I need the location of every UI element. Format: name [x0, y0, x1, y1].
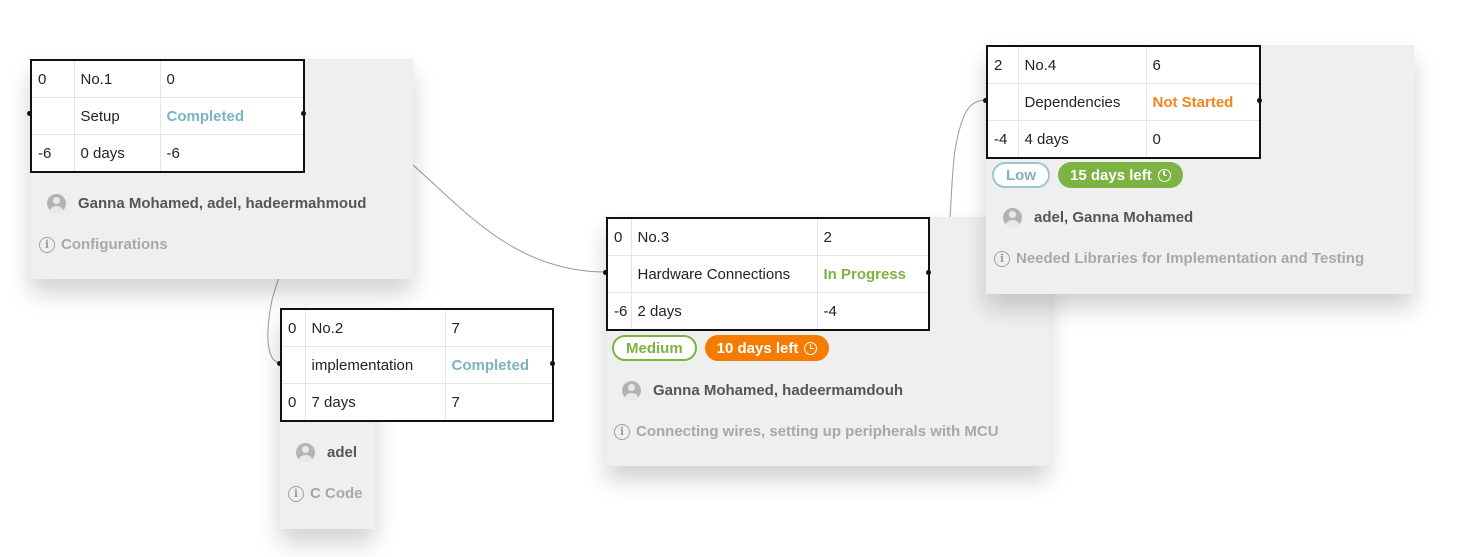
task-description: Configurations [61, 236, 168, 253]
task-duration: 4 days [1017, 120, 1147, 158]
blank-cell [987, 83, 1019, 121]
blank-cell [281, 346, 306, 384]
task-name: implementation [304, 346, 446, 384]
early-start: 0 [31, 60, 75, 98]
task-node-2[interactable]: adel i C Code 0 No.2 7 implementation Co… [277, 308, 555, 529]
task-status: Completed [159, 97, 304, 135]
task-name: Setup [73, 97, 161, 135]
early-finish: 0 [159, 60, 304, 98]
assignees-row: Ganna Mohamed, hadeermamdouh [622, 381, 903, 400]
assignees-row: Ganna Mohamed, adel, hadeermahmoud [47, 194, 366, 213]
late-finish: 0 [1145, 120, 1260, 158]
days-left-label: 10 days left [716, 339, 799, 357]
task-number: No.3 [630, 218, 818, 256]
description-row: i Needed Libraries for Implementation an… [994, 250, 1364, 267]
early-start: 2 [987, 46, 1019, 84]
task-badges: Low 15 days left [992, 162, 1183, 188]
info-icon: i [614, 423, 630, 440]
days-left-badge: 10 days left [704, 335, 830, 361]
task-status: In Progress [816, 255, 929, 293]
late-finish: -4 [816, 292, 929, 330]
info-icon: i [994, 250, 1010, 267]
late-start: 0 [281, 383, 306, 421]
input-port[interactable] [983, 98, 988, 103]
task-description: Needed Libraries for Implementation and … [1016, 250, 1365, 267]
early-start: 0 [281, 309, 306, 347]
assignees: Ganna Mohamed, hadeermamdouh [653, 382, 904, 399]
user-icon [47, 194, 66, 213]
info-icon: i [39, 236, 55, 253]
task-node-3[interactable]: Medium 10 days left Ganna Mohamed, hadee… [603, 217, 1049, 466]
assignees-row: adel [296, 443, 357, 462]
output-port[interactable] [926, 270, 931, 275]
output-port[interactable] [301, 111, 306, 116]
output-port[interactable] [1257, 98, 1262, 103]
task-duration: 7 days [304, 383, 446, 421]
clock-icon [804, 341, 818, 355]
assignees: adel, Ganna Mohamed [1034, 209, 1194, 226]
late-start: -6 [31, 134, 75, 172]
input-port[interactable] [603, 270, 608, 275]
info-icon: i [288, 485, 304, 502]
late-start: -6 [607, 292, 632, 330]
assignees: adel [327, 444, 358, 461]
days-left-label: 15 days left [1070, 166, 1152, 184]
priority-badge: Medium [612, 335, 697, 361]
input-port[interactable] [277, 361, 282, 366]
assignees: Ganna Mohamed, adel, hadeermahmoud [78, 195, 367, 212]
task-duration: 0 days [73, 134, 161, 172]
blank-cell [31, 97, 75, 135]
description-row: i C Code [288, 485, 363, 502]
user-icon [1003, 208, 1022, 227]
late-finish: 7 [444, 383, 553, 421]
task-table[interactable]: 0 No.3 2 Hardware Connections In Progres… [606, 217, 930, 331]
task-table[interactable]: 0 No.1 0 Setup Completed -6 0 days -6 [30, 59, 305, 173]
task-table[interactable]: 0 No.2 7 implementation Completed 0 7 da… [280, 308, 554, 422]
early-finish: 7 [444, 309, 553, 347]
description-row: i Configurations [39, 236, 168, 253]
task-description: C Code [310, 485, 363, 502]
days-left-badge: 15 days left [1058, 162, 1183, 188]
user-icon [622, 381, 641, 400]
task-duration: 2 days [630, 292, 818, 330]
late-finish: -6 [159, 134, 304, 172]
priority-badge: Low [992, 162, 1050, 188]
early-finish: 2 [816, 218, 929, 256]
task-node-1[interactable]: Ganna Mohamed, adel, hadeermahmoud i Con… [27, 59, 413, 279]
task-description: Connecting wires, setting up peripherals… [636, 423, 999, 440]
early-start: 0 [607, 218, 632, 256]
task-name: Hardware Connections [630, 255, 818, 293]
task-number: No.2 [304, 309, 446, 347]
task-name: Dependencies [1017, 83, 1147, 121]
assignees-row: adel, Ganna Mohamed [1003, 208, 1193, 227]
task-number: No.4 [1017, 46, 1147, 84]
blank-cell [607, 255, 632, 293]
input-port[interactable] [27, 111, 32, 116]
output-port[interactable] [550, 361, 555, 366]
description-row: i Connecting wires, setting up periphera… [614, 423, 999, 440]
task-badges: Medium 10 days left [612, 335, 830, 361]
task-table[interactable]: 2 No.4 6 Dependencies Not Started -4 4 d… [986, 45, 1261, 159]
user-icon [296, 443, 315, 462]
clock-icon [1157, 168, 1171, 182]
task-node-4[interactable]: Low 15 days left adel, Ganna Mohamed i N… [983, 45, 1414, 294]
task-status: Completed [444, 346, 553, 384]
late-start: -4 [987, 120, 1019, 158]
early-finish: 6 [1145, 46, 1260, 84]
task-number: No.1 [73, 60, 161, 98]
task-status: Not Started [1145, 83, 1260, 121]
